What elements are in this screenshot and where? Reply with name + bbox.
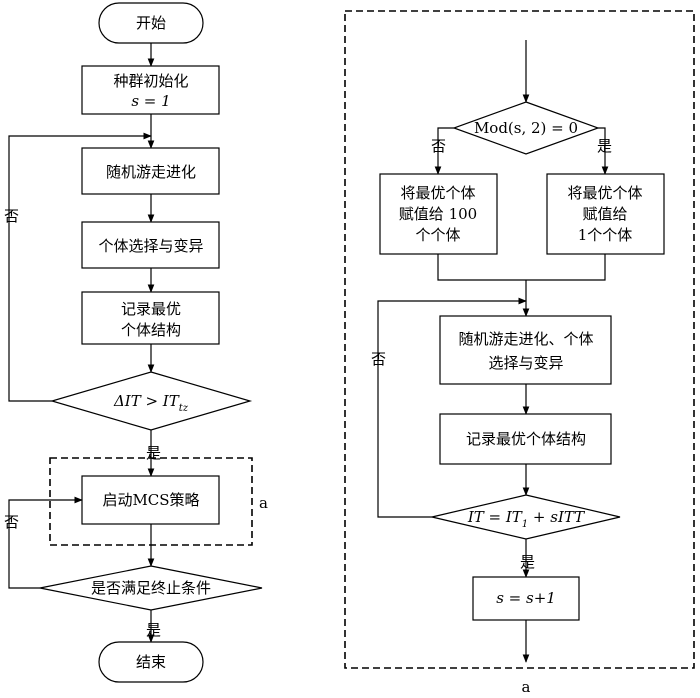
evolve-select-label-1: 随机游走进化、个体 bbox=[458, 330, 593, 348]
init-s-label: s = 1 bbox=[131, 92, 170, 110]
select-box bbox=[81, 221, 220, 269]
detail-caption: a bbox=[522, 678, 531, 696]
assign-1-label-3: 1个个体 bbox=[578, 226, 633, 244]
iteration-no-line bbox=[377, 297, 527, 518]
mod-no-label: 否 bbox=[431, 137, 446, 155]
mod-condition: Mod(s, 2) = 0 bbox=[474, 119, 578, 137]
no-loop-line bbox=[8, 132, 152, 402]
iteration-decision bbox=[431, 494, 621, 540]
evolve-select-box bbox=[439, 315, 612, 385]
record-label-1: 记录最优 bbox=[121, 300, 181, 318]
end-label: 结束 bbox=[136, 653, 166, 671]
evolve-select-label-2: 选择与变异 bbox=[488, 354, 563, 372]
iteration-no-label: 否 bbox=[371, 350, 386, 368]
left-flowchart: 开始 种群初始化 s = 1 随机游走进化 个体选择与变异 记录最优 个体结构 … bbox=[4, 2, 268, 683]
assign-100-label-2: 赋值给 100 bbox=[399, 205, 477, 223]
terminate-no-label: 否 bbox=[4, 513, 19, 531]
yes-label-2: 是 bbox=[146, 621, 161, 639]
assign-100-label-3: 个个体 bbox=[415, 226, 460, 244]
assign-1-box bbox=[546, 173, 665, 255]
mod-yes-label: 是 bbox=[597, 137, 612, 155]
mcs-ref-label: a bbox=[259, 494, 268, 512]
init-label: 种群初始化 bbox=[113, 72, 188, 90]
terminate-no-line bbox=[8, 496, 83, 589]
mcs-label: 启动MCS策略 bbox=[102, 491, 199, 509]
record-label-2: 个体结构 bbox=[121, 321, 181, 339]
right-flowchart: Mod(s, 2) = 0 否 是 将最优个体 赋值给 100 个个体 将最优个… bbox=[344, 10, 695, 696]
convergence-condition: ΔIT > ITtz bbox=[113, 392, 189, 414]
mod-yes-line bbox=[598, 127, 609, 175]
record-best-box bbox=[439, 413, 612, 465]
mod-decision bbox=[452, 101, 600, 155]
mod-no-line bbox=[434, 127, 454, 175]
iteration-yes-label: 是 bbox=[520, 553, 535, 571]
assign-1-label-1: 将最优个体 bbox=[567, 184, 642, 202]
assign-1-label-2: 赋值给 bbox=[582, 205, 627, 223]
start-label: 开始 bbox=[136, 14, 166, 32]
assign-100-label-1: 将最优个体 bbox=[400, 184, 475, 202]
select-label: 个体选择与变异 bbox=[98, 237, 203, 255]
increment-label: s = s+1 bbox=[496, 589, 556, 607]
assign-100-box bbox=[379, 173, 498, 255]
yes-label-1: 是 bbox=[146, 444, 161, 462]
record-best-label: 记录最优个体结构 bbox=[466, 430, 586, 448]
end-terminal bbox=[98, 641, 204, 683]
terminate-label: 是否满足终止条件 bbox=[91, 579, 211, 597]
evolve-label: 随机游走进化 bbox=[106, 163, 196, 181]
detail-dashed-frame bbox=[344, 10, 695, 669]
init-box bbox=[81, 65, 220, 115]
iteration-condition: IT = IT1 + sITT bbox=[467, 508, 585, 530]
increment-box bbox=[472, 576, 580, 621]
no-loop-label: 否 bbox=[4, 207, 19, 225]
record-box bbox=[81, 291, 220, 345]
